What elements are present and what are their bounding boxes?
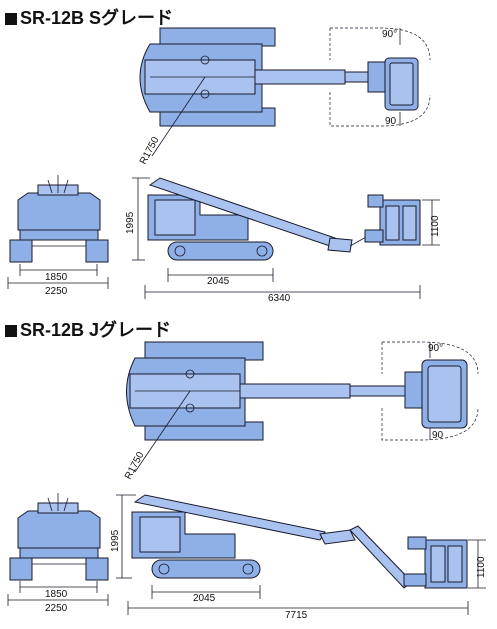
angle-top-label: 90°	[428, 343, 443, 354]
swing-envelope-upper	[381, 341, 479, 375]
section-title: SR-12B Sグレード	[5, 4, 173, 30]
section-j-grade: SR-12B Jグレード 90° 90 R1750	[0, 312, 497, 629]
front-view: 1850 2250	[7, 175, 109, 297]
height-label: 1995	[110, 529, 121, 552]
front-width-inner-label: 1850	[45, 272, 68, 283]
total-length-label: 6340	[268, 293, 291, 304]
boom-side	[133, 494, 326, 541]
boom-knuckle	[327, 237, 353, 253]
side-track	[167, 241, 274, 261]
boom-knuckle	[319, 529, 356, 545]
basket-height-label: 1100	[430, 215, 441, 237]
angle-top-label: 90°	[382, 29, 397, 40]
boom-top	[239, 383, 351, 399]
front-track-right	[85, 239, 109, 263]
track-upper	[159, 27, 276, 47]
swing-envelope-upper	[329, 27, 431, 61]
diagram-j-grade: 90° 90 R1750 1850 2250	[7, 341, 487, 621]
basket-height-label: 1100	[476, 556, 487, 578]
top-view: 90° 90 R1750	[123, 341, 479, 482]
height-label: 1995	[125, 211, 136, 234]
radius-line	[151, 76, 206, 157]
top-view: 90° 90 R1750	[138, 27, 431, 167]
front-track-left	[9, 239, 33, 263]
angle-bottom-label: 90	[385, 116, 397, 127]
radius-line	[134, 390, 191, 473]
front-width-outer-label: 2250	[45, 286, 68, 297]
radius-label: R1750	[138, 135, 162, 167]
side-track	[151, 559, 261, 579]
jib-arm	[349, 525, 413, 589]
front-view: 1850 2250	[7, 493, 109, 614]
square-bullet-icon	[5, 13, 17, 25]
side-view: 1995 1100 2045 7715	[110, 494, 487, 621]
track-length-label: 2045	[207, 276, 230, 287]
front-body	[17, 510, 101, 549]
total-length-label: 7715	[285, 610, 308, 621]
front-track-left	[9, 557, 33, 581]
swing-envelope-lower	[381, 407, 479, 441]
radius-label: R1750	[123, 450, 147, 482]
front-width-outer-label: 2250	[45, 603, 68, 614]
boom-top	[254, 69, 346, 85]
boom-tip	[349, 385, 406, 397]
side-view: 1995 1100 2045 6340	[125, 177, 441, 304]
boom-tip	[344, 71, 371, 83]
front-body	[17, 192, 101, 231]
front-track-right	[85, 557, 109, 581]
track-length-label: 2045	[193, 593, 216, 604]
front-width-inner-label: 1850	[45, 589, 68, 600]
section-s-grade: SR-12B Sグレード 90° 90	[0, 0, 497, 312]
diagram-s-grade: 90° 90 R1750 1850 2250	[7, 27, 441, 304]
angle-bottom-label: 90	[432, 430, 444, 441]
swing-envelope-lower	[329, 92, 431, 127]
square-bullet-icon	[5, 325, 17, 337]
track-upper	[144, 341, 264, 361]
section-title: SR-12B Jグレード	[5, 316, 171, 342]
